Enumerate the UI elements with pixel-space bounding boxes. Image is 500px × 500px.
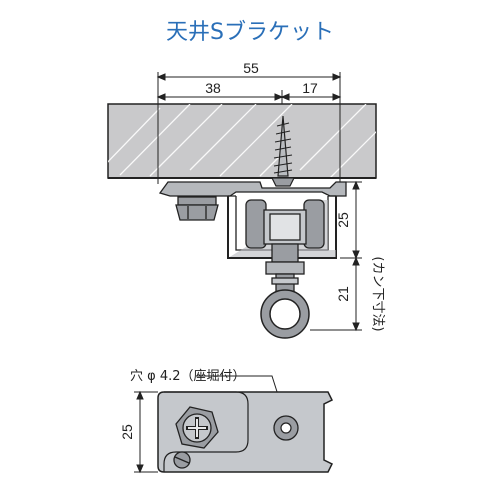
mounting-hole: [273, 415, 299, 441]
hex-bolt-icon: [175, 406, 219, 449]
dim-hook-drop: 21: [335, 286, 351, 302]
height-dimension-lines: [310, 180, 362, 332]
dim-left-width: 38: [205, 80, 221, 96]
dim-plate-height: 25: [119, 424, 135, 440]
dim-hook-drop-note: (カン下寸法): [370, 256, 385, 331]
dim-total-width: 55: [243, 60, 259, 76]
rivet-icon: [173, 451, 191, 469]
dim-right-width: 17: [302, 80, 318, 96]
plate-height-dimension: [134, 390, 158, 474]
diagram-title: 天井Sブラケット: [166, 20, 334, 45]
hole-label: 穴 φ 4.2（座堀付）: [130, 369, 246, 384]
ceiling-block: [107, 103, 377, 179]
runner-wheels: [245, 199, 325, 295]
screw-icon: [271, 115, 295, 187]
width-dimension-lines: [156, 72, 342, 184]
dim-bracket-height: 25: [335, 212, 351, 228]
ring-hook: [260, 289, 310, 339]
